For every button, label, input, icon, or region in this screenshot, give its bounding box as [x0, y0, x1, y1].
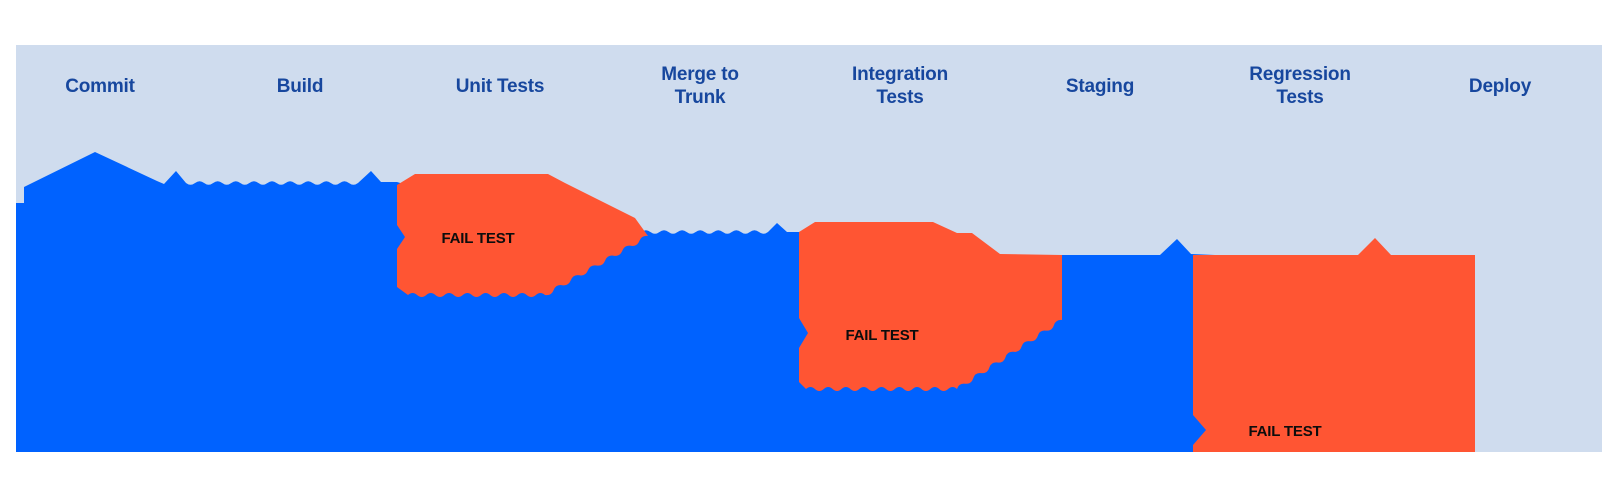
fail-block-integration-tests [799, 222, 1062, 391]
stage-label-build: Build [276, 75, 324, 97]
fail-test-label-1: FAIL TEST [442, 230, 515, 247]
fail-block-regression-tests [1193, 238, 1475, 452]
stage-label-deploy: Deploy [1468, 75, 1532, 97]
fail-test-label-2: FAIL TEST [846, 327, 919, 344]
fail-block-unit-tests [397, 174, 648, 297]
stage-label-staging: Staging [1065, 75, 1135, 97]
stage-label-unit-tests: Unit Tests [455, 75, 545, 97]
stage-label-regression-tests: Regression Tests [1249, 64, 1351, 108]
fail-test-label-3: FAIL TEST [1249, 423, 1322, 440]
stage-label-commit: Commit [65, 75, 135, 97]
stage-label-integration-tests: Integration Tests [852, 64, 948, 108]
stage-label-merge-to-trunk: Merge to Trunk [661, 64, 739, 108]
